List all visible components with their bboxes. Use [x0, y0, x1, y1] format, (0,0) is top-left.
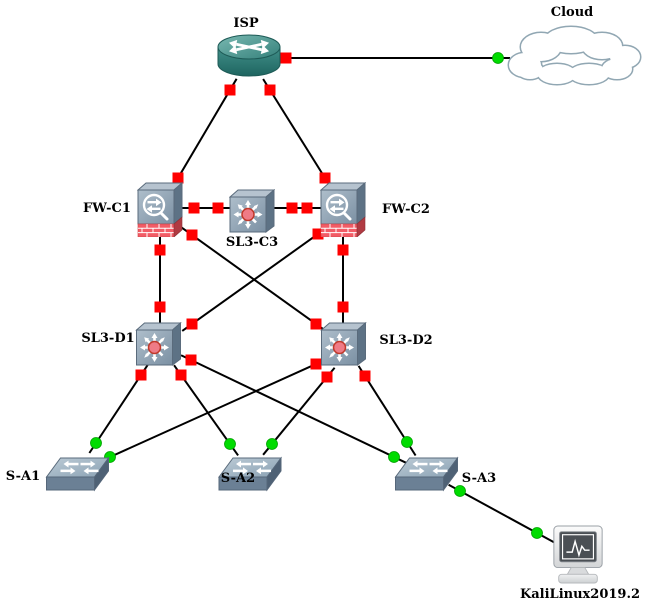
- link-status-down-indicator: [301, 202, 313, 214]
- link-status-down-indicator: [264, 84, 276, 96]
- node-label-s-a3[interactable]: S-A3: [462, 471, 496, 486]
- link-status-down-indicator: [154, 301, 166, 313]
- link-sl3-d2-s-a1[interactable]: [96, 358, 328, 464]
- link-status-up-indicator: [224, 438, 236, 450]
- cloud-icon[interactable]: [507, 25, 642, 86]
- link-status-up-indicator: [401, 436, 413, 448]
- link-status-down-indicator: [312, 228, 324, 240]
- link-status-down-indicator: [172, 172, 184, 184]
- link-status-down-indicator: [224, 84, 236, 96]
- link-status-up-indicator: [492, 52, 504, 64]
- node-label-kali[interactable]: KaliLinux2019.2: [520, 587, 640, 602]
- link-status-down-indicator: [188, 202, 200, 214]
- link-status-down-indicator: [175, 369, 187, 381]
- node-label-sl3-d1[interactable]: SL3-D1: [81, 331, 134, 346]
- link-status-layer: [90, 52, 543, 539]
- link-status-down-indicator: [286, 202, 298, 214]
- firewall-icon[interactable]: [137, 182, 183, 237]
- link-status-down-indicator: [185, 354, 197, 366]
- link-sl3-d1-s-a3[interactable]: [180, 354, 408, 464]
- node-label-s-a2[interactable]: S-A2: [221, 471, 255, 486]
- link-isp-fw-c2[interactable]: [262, 78, 333, 190]
- link-status-down-indicator: [337, 244, 349, 256]
- pc-icon[interactable]: [553, 525, 603, 584]
- link-status-down-indicator: [310, 358, 322, 370]
- link-status-down-indicator: [337, 301, 349, 313]
- l3-switch-icon[interactable]: [135, 322, 182, 366]
- link-status-up-indicator: [90, 437, 102, 449]
- router-icon[interactable]: [217, 34, 281, 77]
- link-status-down-indicator: [319, 172, 331, 184]
- node-label-sl3-d2[interactable]: SL3-D2: [379, 333, 432, 348]
- node-label-s-a1[interactable]: S-A1: [6, 469, 40, 484]
- link-isp-fw-c1[interactable]: [170, 78, 238, 190]
- link-status-down-indicator: [359, 370, 371, 382]
- node-label-fw-c2[interactable]: FW-C2: [382, 202, 430, 217]
- link-status-down-indicator: [186, 318, 198, 330]
- ethernet-switch-icon[interactable]: [45, 457, 110, 491]
- link-status-down-indicator: [310, 318, 322, 330]
- node-label-sl3-c3[interactable]: SL3-C3: [226, 235, 278, 250]
- link-status-up-indicator: [388, 451, 400, 463]
- link-status-down-indicator: [135, 369, 147, 381]
- node-label-fw-c1[interactable]: FW-C1: [83, 201, 131, 216]
- l3-switch-icon[interactable]: [229, 189, 275, 233]
- l3-switch-icon[interactable]: [320, 322, 367, 366]
- link-status-down-indicator: [186, 229, 198, 241]
- firewall-icon[interactable]: [320, 182, 366, 237]
- link-status-down-indicator: [212, 202, 224, 214]
- node-label-isp[interactable]: ISP: [233, 16, 258, 31]
- link-status-up-indicator: [266, 438, 278, 450]
- link-fw-c2-sl3-d1[interactable]: [181, 225, 330, 332]
- link-status-down-indicator: [280, 52, 292, 64]
- node-label-cloud[interactable]: Cloud: [551, 5, 594, 20]
- link-status-down-indicator: [154, 244, 166, 256]
- link-status-down-indicator: [321, 371, 333, 383]
- link-status-up-indicator: [531, 527, 543, 539]
- link-status-up-indicator: [454, 485, 466, 497]
- link-fw-c1-sl3-d2[interactable]: [180, 226, 327, 332]
